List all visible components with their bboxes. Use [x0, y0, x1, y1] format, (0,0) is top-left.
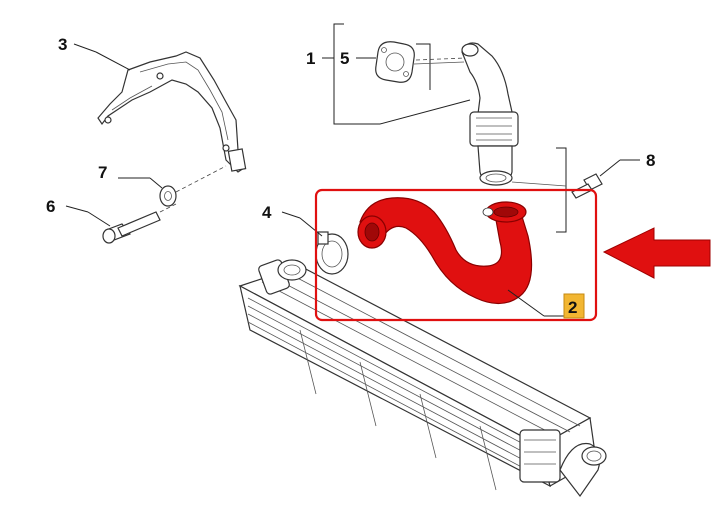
callout-1: 1 [306, 49, 315, 68]
callout-5: 5 [340, 49, 349, 68]
screw-part-8 [571, 173, 603, 199]
clamp-part-4 [315, 231, 349, 275]
gasket-part-5 [375, 41, 415, 83]
group-bracket-1 [322, 23, 471, 125]
intercooler [238, 259, 607, 498]
washer-part-7 [159, 185, 177, 207]
bracket-part-3 [97, 51, 247, 173]
callout-8: 8 [646, 151, 655, 170]
callout-3: 3 [58, 35, 67, 54]
callout-4: 4 [262, 203, 272, 222]
part-2-badge [563, 293, 585, 319]
highlight-frame [314, 188, 598, 322]
hose-part-2 [357, 197, 533, 305]
left-arrow-icon [602, 227, 711, 279]
callout-2: 2 [568, 298, 577, 317]
upper-pipe [461, 42, 519, 186]
callout-6: 6 [46, 197, 55, 216]
callout-7: 7 [98, 163, 107, 182]
bolt-part-6 [102, 211, 161, 244]
